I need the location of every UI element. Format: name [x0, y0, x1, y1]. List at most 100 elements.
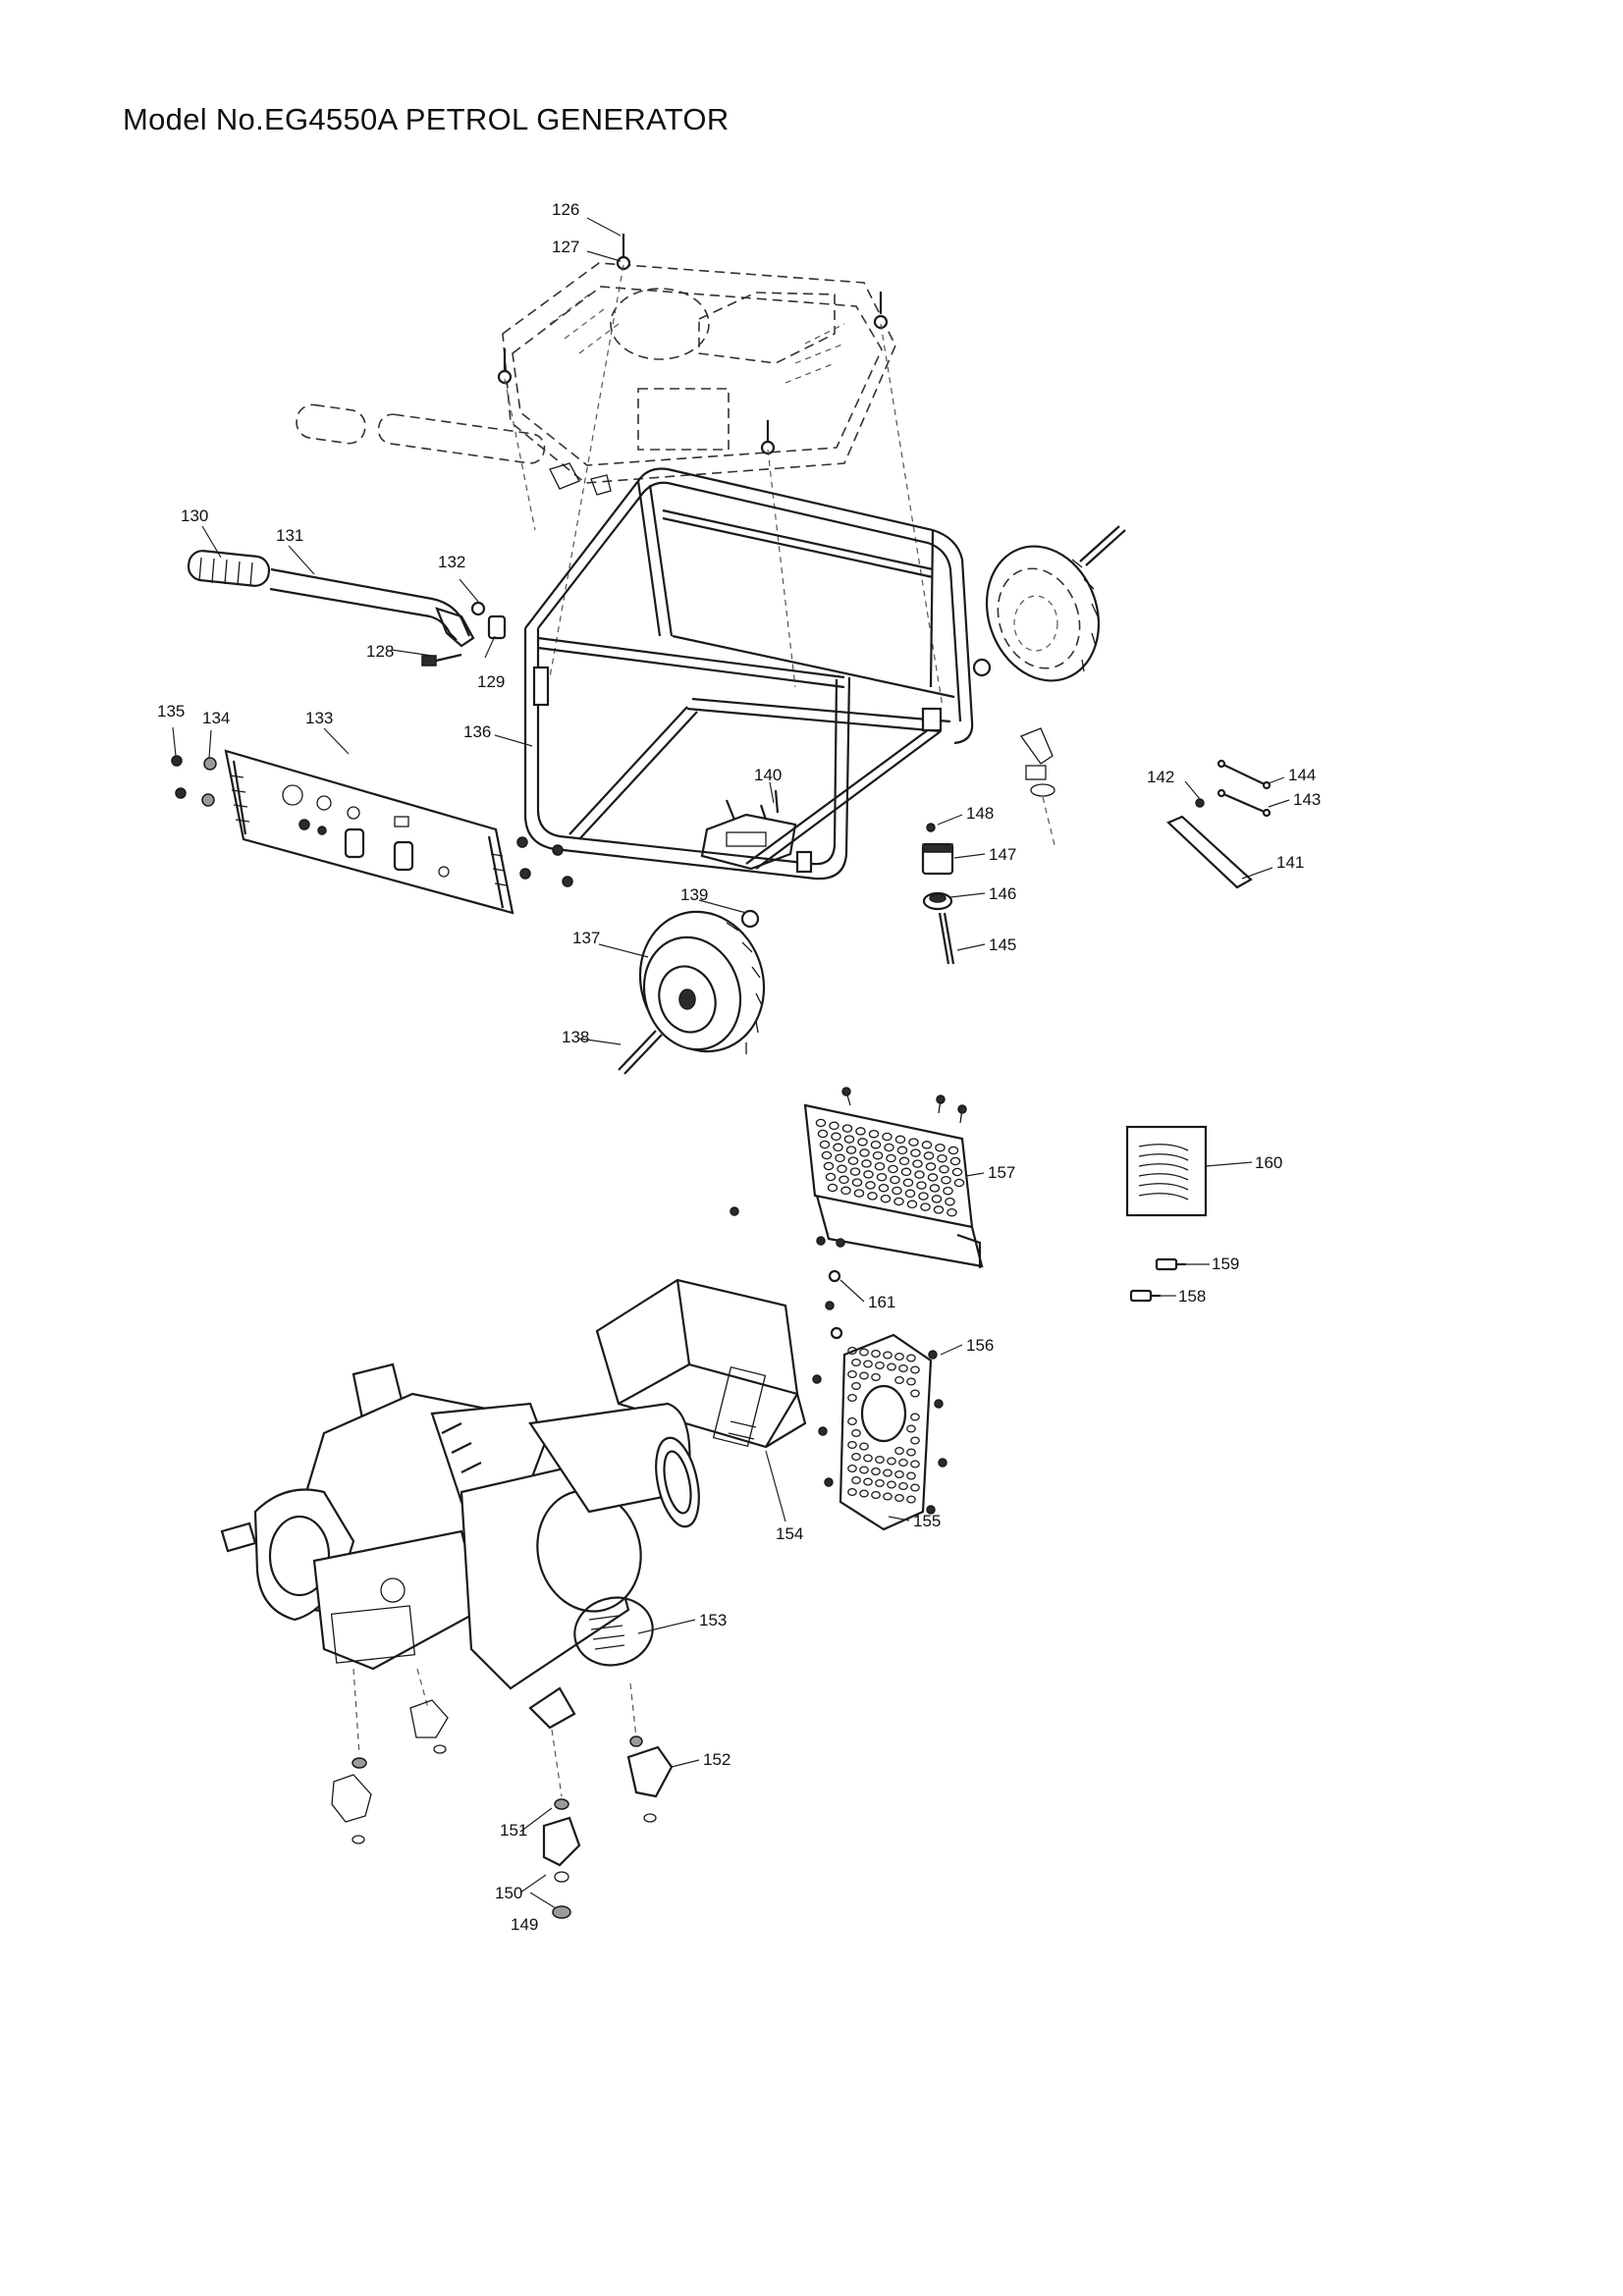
handle-bar [269, 567, 475, 648]
perforation-hole [851, 1428, 861, 1438]
perforation-hole [863, 1454, 873, 1463]
perforation-hole [906, 1377, 916, 1386]
perforation-hole [829, 1121, 839, 1131]
perforation-hole [894, 1493, 904, 1503]
engine-assembly [220, 1362, 547, 1671]
callout-158: 158 [1178, 1287, 1206, 1306]
perforation-hole [815, 1118, 827, 1128]
perforation-hole [896, 1146, 908, 1155]
perforation-hole [953, 1178, 965, 1188]
perforation-hole [883, 1351, 893, 1360]
perforation-hole [853, 1189, 865, 1198]
perforation-hole [865, 1181, 876, 1190]
perforation-hole [893, 1197, 904, 1206]
perforation-hole [947, 1207, 957, 1217]
perforation-hole [847, 1369, 857, 1379]
callout-131: 131 [276, 526, 303, 545]
perforation-hole [823, 1161, 835, 1171]
perforation-hole [931, 1195, 943, 1203]
callout-134: 134 [202, 709, 230, 727]
engine-mount-hardware [331, 1668, 674, 1919]
handle-knob [470, 601, 507, 640]
perforation-hole [867, 1192, 878, 1201]
perforation-hole [883, 1468, 893, 1477]
perforation-hole [871, 1372, 881, 1382]
perforation-hole [839, 1175, 849, 1185]
perforation-hole [859, 1442, 869, 1451]
perforation-hole [898, 1481, 908, 1491]
perforation-hole [906, 1354, 916, 1362]
callout-151: 151 [500, 1821, 527, 1840]
frame [523, 467, 974, 881]
perforation-hole [910, 1389, 920, 1398]
perforation-hole [929, 1184, 941, 1193]
panel-screws [171, 755, 573, 887]
handle-bolt [421, 653, 462, 667]
perforation-hole [863, 1477, 873, 1486]
perforation-hole [847, 1156, 859, 1165]
terminal-159 [1155, 1257, 1186, 1271]
perforation-hole [947, 1146, 959, 1155]
perforation-hole [870, 1140, 882, 1149]
perforation-hole [920, 1202, 931, 1211]
perforation-hole [847, 1464, 857, 1473]
perforation-hole [898, 1156, 910, 1166]
perforation-hole [887, 1362, 896, 1371]
perforation-hole [857, 1138, 868, 1147]
perforation-hole [851, 1178, 863, 1187]
perforation-hole [906, 1471, 916, 1480]
callout-144: 144 [1288, 766, 1316, 784]
perforation-hole [868, 1129, 880, 1139]
perforation-hole [831, 1132, 841, 1142]
callout-150: 150 [495, 1884, 522, 1902]
perforation-hole [876, 1172, 888, 1182]
leader-lines [172, 217, 1290, 1909]
perforation-hole [906, 1448, 916, 1457]
callout-148: 148 [966, 804, 994, 823]
callout-128: 128 [366, 642, 394, 661]
perforation-hole [837, 1164, 847, 1174]
callout-130: 130 [181, 507, 208, 525]
perforation-hole [825, 1172, 837, 1182]
callout-labels: 126 127 128 129 130 131 132 133 134 135 … [157, 200, 1321, 1934]
perforation-hole [894, 1135, 906, 1145]
perforation-hole [833, 1143, 843, 1152]
perforation-hole [898, 1363, 908, 1373]
cover-holes [815, 1118, 965, 1217]
callout-136: 136 [463, 722, 491, 741]
perforation-hole [933, 1205, 945, 1214]
perforation-hole [887, 1480, 896, 1489]
callout-129: 129 [477, 672, 505, 691]
callout-138: 138 [562, 1028, 589, 1046]
callout-156: 156 [966, 1336, 994, 1355]
alternator [460, 1402, 700, 1730]
perforation-hole [859, 1489, 869, 1498]
perforation-hole [927, 1173, 939, 1182]
handle-grip [187, 550, 271, 587]
callout-154: 154 [776, 1524, 803, 1543]
callout-132: 132 [438, 553, 465, 571]
callout-149: 149 [511, 1915, 538, 1934]
perforation-hole [888, 1164, 898, 1174]
perforation-hole [894, 1352, 904, 1362]
tank-screws [497, 234, 889, 455]
end-plate [839, 1333, 933, 1531]
callout-141: 141 [1276, 853, 1304, 872]
perforation-hole [923, 1151, 935, 1160]
perforation-hole [894, 1469, 904, 1479]
perforation-hole [817, 1129, 829, 1139]
perforation-hole [916, 1181, 927, 1190]
perforation-hole [883, 1492, 893, 1501]
cover-screws [730, 1087, 967, 1248]
perforation-hole [851, 1358, 861, 1367]
perforation-hole [851, 1475, 861, 1485]
ghost-handle [296, 403, 612, 496]
callout-157: 157 [988, 1163, 1015, 1182]
perforation-hole [918, 1192, 929, 1201]
perforation-hole [892, 1186, 902, 1196]
page-title: Model No.EG4550A PETROL GENERATOR [123, 102, 730, 136]
perforation-hole [841, 1124, 853, 1133]
perforation-hole [935, 1143, 946, 1152]
perforation-hole [875, 1455, 885, 1465]
perforation-hole [884, 1143, 894, 1152]
